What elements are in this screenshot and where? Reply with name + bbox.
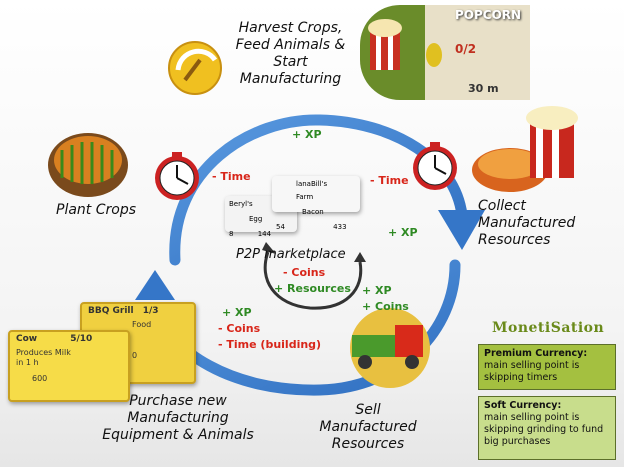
marketplace-resources: + Resources — [274, 282, 351, 295]
market-card-price: 433 — [333, 223, 347, 231]
market-card-item: Bacon — [302, 208, 324, 216]
soft-currency-panel: Soft Currency: main selling point is ski… — [478, 396, 616, 460]
soft-currency-title: Soft Currency: — [484, 400, 562, 411]
arrowhead-left — [135, 270, 175, 300]
cow-card-price: 600 — [32, 374, 48, 383]
harvest-sickle-icon — [168, 41, 222, 95]
effect-purchase-time: - Time (building) — [218, 338, 322, 351]
cow-card-count: 5/10 — [70, 334, 93, 344]
effect-sell-coins: + Coins — [362, 300, 409, 313]
effect-top-xp: + XP — [292, 128, 322, 141]
marketplace-arrowhead-2 — [354, 252, 366, 262]
effect-right-xp: + XP — [388, 226, 418, 239]
market-card-item: Egg — [249, 215, 263, 223]
step-harvest: Harvest Crops, Feed Animals & Start Manu… — [235, 20, 346, 87]
market-card-bacon: lanaBill's Farm Bacon 54 433 — [272, 176, 360, 231]
premium-currency-text: main selling point is skipping timers — [484, 360, 580, 383]
effect-time-left: - Time — [212, 170, 251, 183]
step-purchase: Purchase new Manufacturing Equipment & A… — [102, 393, 254, 443]
premium-currency-panel: Premium Currency: main selling point is … — [478, 344, 616, 390]
clock-icon-right — [413, 142, 457, 190]
marketplace-title: P2P marketplace — [236, 247, 346, 262]
popcorn-pie-icon — [472, 106, 578, 192]
grill-card-price: 0 — [132, 351, 138, 360]
effect-time-right: - Time — [370, 174, 409, 187]
popcorn-card-panel — [360, 5, 530, 100]
market-card-qty: 54 — [276, 223, 285, 231]
marketplace-arrowhead — [262, 242, 276, 254]
effect-sell-xp: + XP — [362, 284, 392, 297]
cow-card-desc: Produces Milk in 1 h — [16, 348, 71, 367]
popcorn-card-count: 0/2 — [455, 42, 477, 56]
marketplace-arc — [263, 251, 363, 310]
grill-card-count: 1/3 — [142, 306, 159, 316]
market-card-qty: 8 — [229, 230, 234, 238]
arrowhead-right — [438, 210, 485, 250]
grill-card-desc: Food — [132, 320, 152, 329]
clock-icon-left — [155, 152, 199, 200]
cow-card-title: Cow — [16, 334, 38, 344]
popcorn-card-title: POPCORN — [455, 8, 522, 22]
popcorn-card-time: 30 m — [468, 82, 499, 95]
crop-field-icon — [48, 133, 128, 197]
monetisation-title: MonetiSation — [492, 320, 605, 336]
marketplace-coins: - Coins — [283, 266, 326, 279]
step-plant: Plant Crops — [56, 202, 137, 218]
effect-purchase-coins: - Coins — [218, 322, 261, 335]
market-card-price: 144 — [257, 230, 272, 238]
market-card-seller: Beryl's — [229, 200, 253, 208]
premium-currency-title: Premium Currency: — [484, 348, 588, 359]
soft-currency-text: main selling point is skipping grinding … — [484, 412, 604, 447]
delivery-truck-icon — [350, 308, 430, 388]
grill-card-title: BBQ Grill — [88, 306, 134, 316]
effect-purchase-xp: + XP — [222, 306, 252, 319]
step-collect: Collect Manufactured Resources — [478, 198, 576, 248]
step-sell: Sell Manufactured Resources — [319, 402, 417, 452]
cow-card: Cow 5/10 Produces Milk in 1 h 600 — [8, 330, 130, 402]
market-card-seller: lanaBill's Farm — [296, 180, 328, 201]
